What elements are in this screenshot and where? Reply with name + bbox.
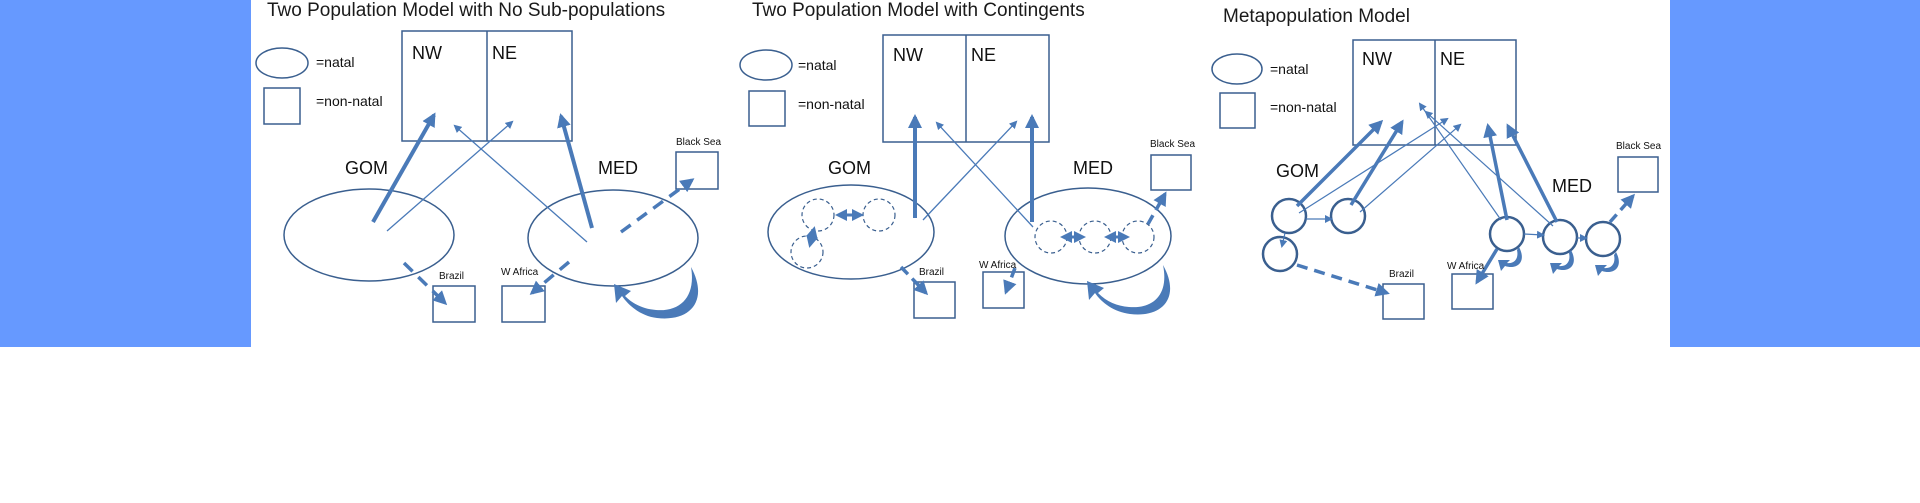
- ne-label: NE: [971, 45, 997, 65]
- w-africa-label: W Africa: [979, 260, 1017, 271]
- diagram-contingents: [739, 34, 1192, 319]
- arrow-gom-to-ne: [1359, 123, 1462, 213]
- arrow-med-to-nw: [453, 124, 588, 243]
- legend-natal-ellipse: [739, 49, 793, 81]
- w-africa-label: W Africa: [501, 267, 539, 278]
- med-subpopulation-circle: [1541, 218, 1579, 256]
- arrow-gom-to-brazil: [402, 261, 448, 306]
- black-sea-square: [675, 151, 719, 190]
- panel-title: Two Population Model with No Sub-populat…: [267, 0, 666, 21]
- med-return-curved-arrow: [614, 267, 699, 319]
- arrow-gom-to-nw: [371, 112, 436, 223]
- panel-no-subpopulations: Two Population Model with No Sub-populat…: [251, 0, 733, 347]
- med-label: MED: [598, 158, 638, 178]
- self-return-curl: [1550, 250, 1574, 274]
- gom-contingent-circle: [862, 198, 896, 232]
- arrow-med-to-w-africa: [1003, 267, 1017, 295]
- arrow-med-to-black-sea: [1146, 191, 1167, 225]
- gom-label: GOM: [828, 158, 871, 178]
- gom-ellipse: [283, 188, 455, 282]
- diagram-metapopulation: [1211, 39, 1659, 320]
- arrow-med-to-w-africa: [529, 260, 571, 295]
- gom-subpopulation-circle: [1270, 197, 1308, 235]
- brazil-square: [913, 281, 956, 319]
- arrow-med-to-nw: [935, 121, 1034, 228]
- black-sea-square: [1150, 154, 1192, 191]
- diagram-no-subpopulations: [255, 30, 719, 323]
- arrow-gom-to-brazil: [1296, 263, 1390, 297]
- med-contingent-circle: [1034, 220, 1068, 254]
- arrow-med-to-ne: [1483, 123, 1509, 221]
- ne-label: NE: [1440, 49, 1466, 69]
- w-africa-label: W Africa: [1447, 261, 1485, 272]
- gom-subpopulation-circle: [1329, 197, 1367, 235]
- w-africa-square: [982, 271, 1025, 309]
- nw-label: NW: [893, 45, 923, 65]
- gom-contingent-circle: [801, 198, 835, 232]
- arrow-med-to-black-sea: [1608, 193, 1635, 224]
- black-sea-label: Black Sea: [676, 137, 722, 148]
- legend-natal-label: =natal: [316, 54, 355, 70]
- legend-natal-ellipse: [1211, 53, 1263, 85]
- exchange-arrow-gom: [805, 226, 819, 248]
- arrow-gom-to-nw: [1295, 119, 1384, 208]
- med-return-curved-arrow: [1087, 265, 1171, 315]
- nw-label: NW: [412, 43, 442, 63]
- brazil-label: Brazil: [1389, 269, 1415, 280]
- arrow-gom-to-ne: [386, 120, 514, 232]
- med-subpopulation-circle: [1584, 220, 1622, 258]
- arrow-med-to-black-sea: [619, 178, 695, 234]
- legend-natal-ellipse: [255, 47, 309, 79]
- black-sea-label: Black Sea: [1150, 139, 1196, 150]
- med-subpopulation-circle: [1488, 215, 1526, 253]
- gom-ellipse: [767, 184, 935, 280]
- arrow-med-to-w-africa: [1475, 248, 1499, 285]
- arrow-med-to-ne: [1506, 123, 1559, 223]
- panel-title: Two Population Model with Contingents: [752, 0, 1085, 21]
- legend-nonnatal-square: [1219, 92, 1256, 129]
- gom-subpopulation-circle: [1261, 235, 1299, 273]
- brazil-square: [432, 285, 476, 323]
- self-return-curl: [1498, 247, 1522, 271]
- brazil-label: Brazil: [439, 271, 465, 282]
- nw-label: NW: [1362, 49, 1392, 69]
- gom-label: GOM: [345, 158, 388, 178]
- arrow-gom-to-ne: [1298, 117, 1449, 214]
- legend-nonnatal-square: [748, 90, 786, 127]
- legend-nonnatal-square: [263, 87, 301, 125]
- arrow-gom-to-ne: [922, 120, 1018, 221]
- w-africa-square: [501, 285, 546, 323]
- med-label: MED: [1073, 158, 1113, 178]
- gom-contingent-circle: [790, 235, 824, 269]
- panel-title: Metapopulation Model: [1223, 6, 1410, 27]
- w-africa-square: [1451, 273, 1494, 310]
- brazil-square: [1382, 283, 1425, 320]
- med-ellipse: [527, 189, 699, 287]
- med-label: MED: [1552, 176, 1592, 196]
- self-return-curl: [1595, 252, 1619, 276]
- exchange-arrow-med: [1523, 230, 1545, 239]
- med-ellipse: [1004, 187, 1172, 285]
- panel-contingents: Two Population Model with Contingents: [733, 0, 1205, 347]
- med-contingent-circle: [1078, 220, 1112, 254]
- legend-natal-label: =natal: [1270, 61, 1309, 77]
- gom-label: GOM: [1276, 161, 1319, 181]
- legend-nonnatal-label: =non-natal: [798, 96, 865, 112]
- black-sea-square: [1617, 156, 1659, 193]
- legend-nonnatal-label: =non-natal: [1270, 99, 1337, 115]
- ne-label: NE: [492, 43, 518, 63]
- arrow-med-to-nw: [1424, 110, 1554, 227]
- brazil-label: Brazil: [919, 267, 945, 278]
- arrow-med-to-ne: [557, 113, 594, 229]
- arrow-med-to-nw: [1418, 102, 1502, 221]
- exchange-arrow-gom: [1279, 232, 1288, 248]
- legend-natal-label: =natal: [798, 57, 837, 73]
- black-sea-label: Black Sea: [1616, 141, 1662, 152]
- arrow-gom-to-brazil: [899, 265, 929, 296]
- legend-nonnatal-label: =non-natal: [316, 93, 383, 109]
- panel-metapopulation: Metapopulation Model: [1205, 0, 1670, 347]
